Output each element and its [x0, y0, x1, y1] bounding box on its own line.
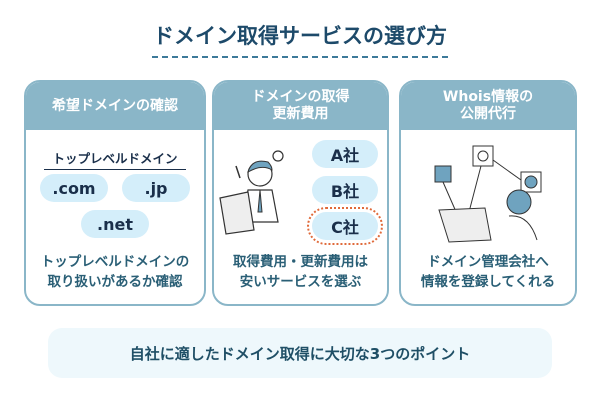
footer-line: トップレベルドメインの	[40, 254, 190, 270]
header-line: 更新費用	[272, 106, 329, 122]
footer-line: 取得費用・更新費用は	[233, 254, 368, 270]
whois-illustration	[434, 145, 542, 243]
card-footer: 取得費用・更新費用は 安いサービスを選ぶ	[214, 252, 387, 292]
header-line: 公開代行	[459, 106, 516, 122]
card-footer: トップレベルドメインの 取り扱いがあるか確認	[26, 252, 204, 292]
card-header: 希望ドメインの確認	[26, 82, 204, 130]
footer-line: ドメイン管理会社へ	[427, 254, 549, 270]
tld-jp: .jp	[122, 174, 190, 202]
page-title: ドメイン取得サービスの選び方	[153, 24, 447, 48]
person-laptop-illustration	[219, 150, 284, 235]
card-footer: ドメイン管理会社へ 情報を登録してくれる	[401, 252, 575, 292]
card-header: Whois情報の公開代行	[401, 82, 575, 130]
title-underline	[152, 56, 448, 58]
tld-label: トップレベルドメイン	[44, 148, 186, 170]
header-line: Whois情報の	[442, 89, 534, 105]
company-c-highlighted: C社	[307, 207, 383, 245]
tld-com: .com	[40, 174, 108, 202]
card-domain-check: 希望ドメインの確認 トップレベルドメイン .com .jp .net トップレベ…	[24, 80, 206, 306]
card-whois: Whois情報の公開代行 ドメイン管理会社へ 情報を登録してくれる	[399, 80, 577, 306]
card-header: ドメインの取得更新費用	[214, 82, 387, 130]
card-cost: ドメインの取得更新費用 A社 B社 C社 取得費用・更新費用は 安いサービスを選…	[212, 80, 389, 306]
footer-line: 安いサービスを選ぶ	[239, 274, 362, 290]
footer-line: 情報を登録してくれる	[420, 274, 556, 290]
footer-line: 取り扱いがあるか確認	[47, 274, 183, 290]
summary-banner: 自社に適したドメイン取得に大切な3つのポイント	[48, 328, 552, 378]
company-a: A社	[312, 140, 378, 168]
header-line: ドメインの取得	[251, 89, 350, 105]
company-b: B社	[312, 176, 378, 204]
tld-net: .net	[81, 210, 149, 238]
